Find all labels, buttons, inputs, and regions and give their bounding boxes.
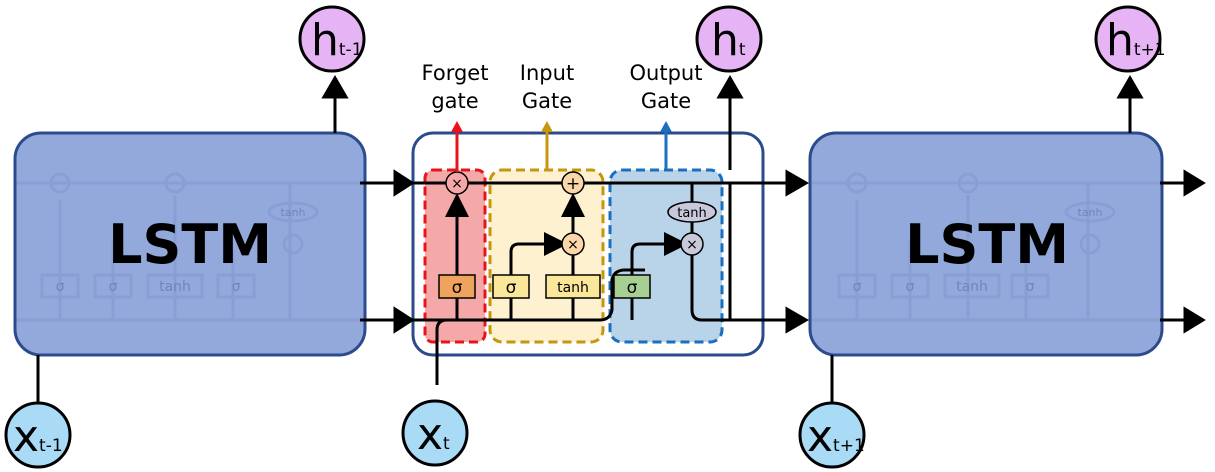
- h-prev-sub: t-1: [339, 40, 363, 60]
- output-sigma-layer: [613, 274, 651, 299]
- h-next-sub: t+1: [1134, 40, 1166, 60]
- hidden-state-prev: ht-1: [298, 5, 366, 73]
- input-sigma-layer: [492, 274, 530, 299]
- x-t-input-line: [435, 318, 448, 385]
- output-gate-label-line2: Gate: [641, 89, 691, 113]
- flow-arrows: [36, 75, 1206, 405]
- forget-sigma-label: σ: [452, 278, 463, 298]
- forget-gate-label-line2: gate: [431, 89, 478, 113]
- input-tanh-label: tanh: [557, 280, 589, 296]
- svg-text:xt+1: xt+1: [807, 411, 865, 462]
- lstm-block-right: σ σ tanh σ tanh LSTM: [808, 131, 1164, 357]
- h-next-base: h: [1106, 15, 1134, 66]
- input-gate-label-line1: Input: [520, 61, 574, 85]
- left-sigma-1: σ: [56, 279, 65, 295]
- forget-multiply-glyph: ×: [451, 176, 463, 192]
- lstm-cell-center: × + × × tanh σ σ tanh σ: [365, 121, 765, 385]
- cell-add-glyph: +: [566, 174, 580, 194]
- x-next-base: x: [807, 411, 833, 462]
- left-sigma-2: σ: [109, 279, 118, 295]
- output-tanh-op: [667, 201, 717, 223]
- forget-gate-region: [423, 168, 487, 344]
- forget-gate-out-arrowhead: [451, 121, 463, 132]
- input-gate-region: [488, 168, 605, 344]
- input-curr: xt: [401, 399, 469, 467]
- input-next: xt+1: [798, 401, 866, 469]
- right-sigma-1: σ: [853, 279, 862, 295]
- input-multiply-op: [561, 232, 585, 256]
- hidden-input-line: [413, 268, 645, 322]
- right-sigma-2: σ: [906, 279, 915, 295]
- left-tanh-ellipse: tanh: [281, 206, 306, 219]
- h-curr-sub: t: [739, 40, 746, 60]
- input-tanh-layer: [545, 274, 601, 299]
- left-tanh: tanh: [159, 279, 191, 295]
- right-sigma-3: σ: [1026, 279, 1035, 295]
- output-gate-label-line1: Output: [630, 61, 703, 85]
- input-prev: xt-1: [4, 401, 72, 469]
- x-next-sub: t+1: [833, 436, 865, 456]
- svg-text:ht-1: ht-1: [311, 15, 363, 66]
- svg-text:xt: xt: [417, 409, 450, 460]
- input-sigma-label: σ: [506, 278, 517, 298]
- svg-text:ht: ht: [711, 15, 746, 66]
- x-prev-base: x: [13, 411, 39, 462]
- h-prev-base: h: [311, 15, 339, 66]
- svg-text:ht+1: ht+1: [1106, 15, 1166, 66]
- output-gate-out-arrowhead: [660, 121, 672, 132]
- output-sigma-label: σ: [627, 278, 638, 298]
- x-prev-sub: t-1: [39, 436, 63, 456]
- svg-text:xt-1: xt-1: [13, 411, 63, 462]
- hidden-state-next: ht+1: [1094, 5, 1166, 73]
- left-sigma-3: σ: [232, 279, 241, 295]
- input-sigma-arrow: [509, 232, 568, 275]
- right-tanh: tanh: [956, 279, 988, 295]
- output-tanh-label: tanh: [677, 206, 707, 221]
- output-hidden-line: [690, 255, 730, 322]
- output-multiply-glyph: ×: [686, 237, 698, 253]
- output-gate-region: [608, 168, 724, 344]
- output-sigma-arrow: [630, 232, 688, 275]
- x-curr-sub: t: [443, 434, 450, 454]
- input-gate-out-arrowhead: [541, 121, 553, 132]
- lstm-block-left: σ σ tanh σ tanh LSTM: [13, 131, 367, 357]
- right-tanh-ellipse: tanh: [1078, 206, 1103, 219]
- lstm-block-right-label: LSTM: [905, 213, 1069, 276]
- input-gate-label-line2: Gate: [522, 89, 572, 113]
- lstm-block-left-label: LSTM: [108, 213, 272, 276]
- h-curr-base: h: [711, 15, 739, 66]
- output-multiply-op: [680, 232, 704, 256]
- forget-sigma-layer: [438, 274, 476, 299]
- hidden-state-curr: ht: [695, 5, 763, 73]
- x-curr-base: x: [417, 409, 443, 460]
- cell-add-op: [561, 171, 585, 195]
- input-multiply-glyph: ×: [567, 237, 579, 253]
- forget-gate-label-line1: Forget: [422, 61, 489, 85]
